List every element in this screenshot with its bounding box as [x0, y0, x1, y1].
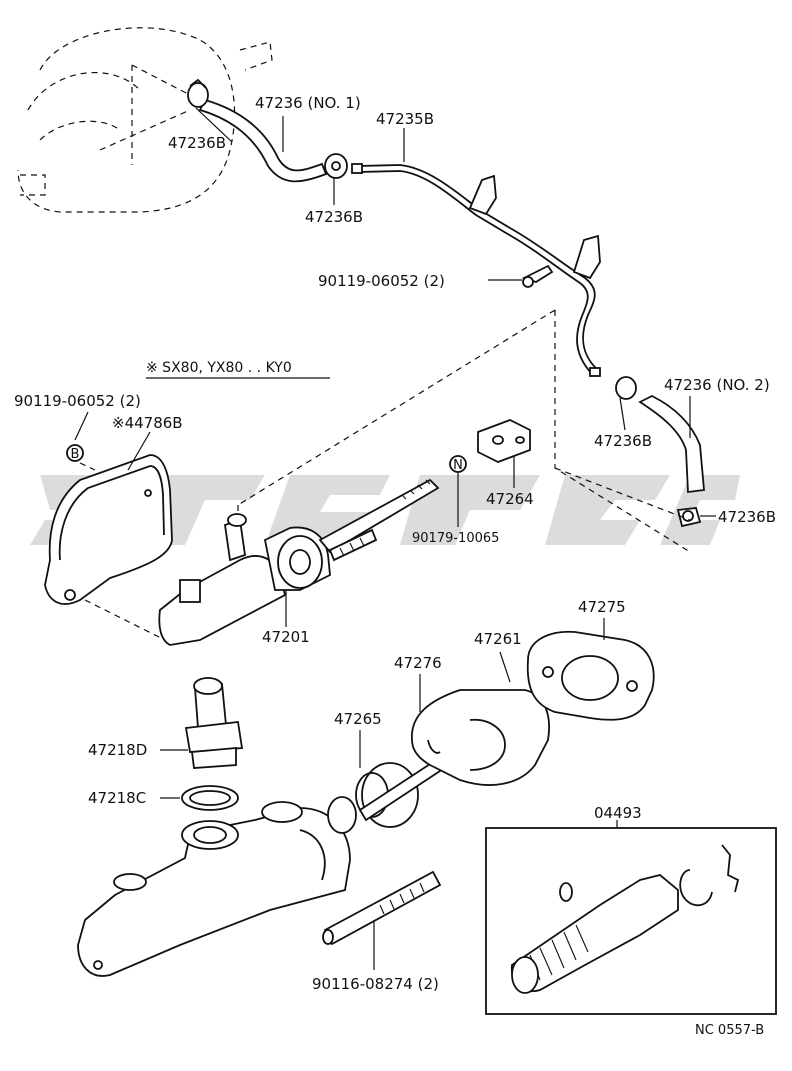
kit-snap-ring [679, 869, 713, 907]
seal-cup [327, 762, 419, 834]
nut-marker: N [449, 455, 467, 473]
cover-dash [79, 462, 166, 641]
hose-no1 [198, 98, 328, 183]
group-outline [237, 309, 691, 560]
union-gasket [181, 785, 239, 811]
label-hose-no2: 47236 (NO. 2) [664, 376, 770, 394]
boot-plate [526, 630, 655, 721]
nut-marker-letter: N [453, 458, 463, 473]
label-union-gasket: 47218C [88, 789, 146, 807]
label-cover: ※44786B [112, 414, 183, 432]
label-clevis: 47264 [486, 490, 534, 508]
label-push-rod: 47261 [474, 630, 522, 648]
clutch-tube [351, 163, 601, 377]
label-seal: 47265 [334, 710, 382, 728]
label-tube: 47235B [376, 110, 434, 128]
clamp-lower-left [615, 376, 637, 400]
brake-booster [17, 27, 273, 213]
cover-bracket [44, 454, 173, 605]
stud [322, 870, 442, 946]
kit-box [485, 827, 777, 1015]
label-hose-no1: 47236 (NO. 1) [255, 94, 361, 112]
clamp-upper-left [187, 78, 209, 108]
master-cylinder-assembly [158, 478, 440, 646]
clamp-upper-mid [324, 153, 348, 179]
clevis [477, 419, 531, 463]
label-nut: 90179-10065 [412, 531, 499, 546]
bolt-tube-bracket [521, 264, 554, 288]
label-boot-plate: 47275 [578, 598, 626, 616]
boot [411, 689, 550, 786]
diagram-code: NC 0557-B [695, 1023, 764, 1038]
cylinder-body [77, 801, 351, 977]
label-clamp-right: 47236B [718, 508, 776, 526]
kit-seal-ring [559, 882, 573, 902]
label-boot: 47276 [394, 654, 442, 672]
label-stud: 90116-08274 (2) [312, 975, 439, 993]
label-reservoir-union: 47218D [88, 741, 147, 759]
reservoir-union [184, 677, 244, 769]
hose-no2 [638, 394, 705, 494]
bolt-marker-letter: B [71, 447, 80, 462]
part-labels: 47236 (NO. 1) 47236B 47236B 47235B 90119… [14, 94, 776, 1038]
label-clamp-mid: 47236B [305, 208, 363, 226]
bolt-marker: B [66, 444, 84, 462]
label-master-cyl: 47201 [262, 628, 310, 646]
label-note-models: ※ SX80, YX80 . . KY0 [146, 360, 292, 376]
label-bolt-cover: 90119-06052 (2) [14, 392, 141, 410]
leader-lines [74, 107, 716, 970]
label-kit: 04493 [594, 804, 642, 822]
label-bolt-tube: 90119-06052 (2) [318, 272, 445, 290]
label-clamp-left: 47236B [168, 134, 226, 152]
label-clamp-lower: 47236B [594, 432, 652, 450]
clamp-right [676, 507, 702, 528]
